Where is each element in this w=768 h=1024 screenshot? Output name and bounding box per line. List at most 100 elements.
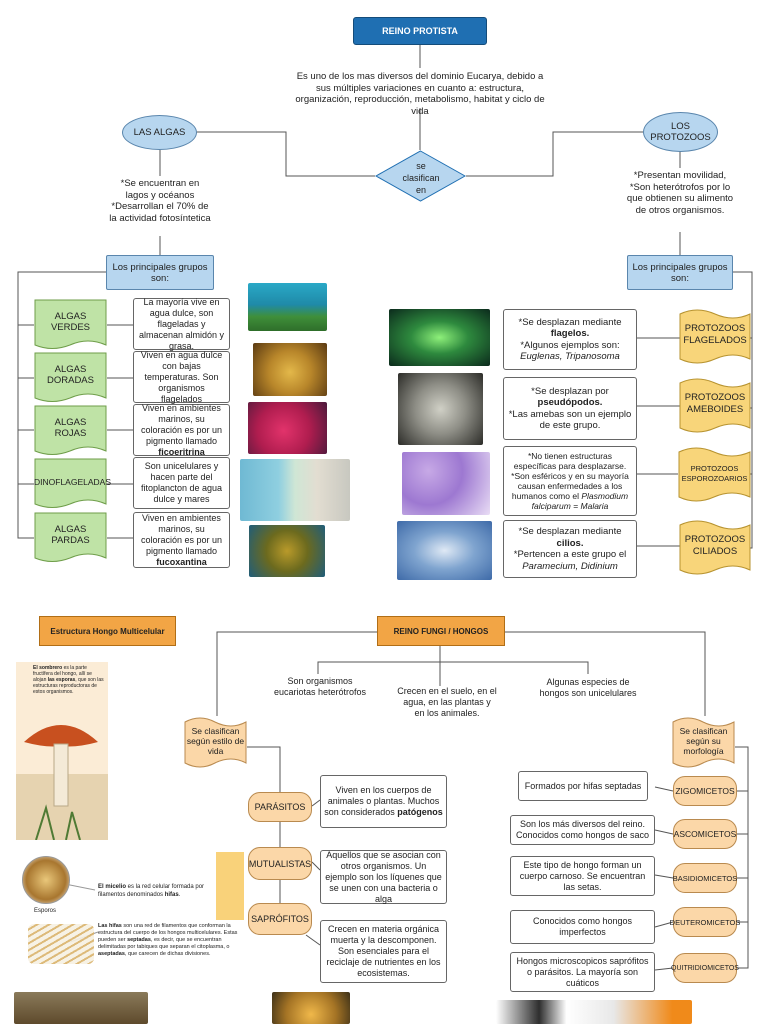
fungi-fact-3: Algunas especies de hongos son unicelula… (539, 677, 637, 698)
algas-desc: *Se encuentran en lagos y océanos *Desar… (109, 178, 211, 224)
zigomicetos-desc: Formados por hifas septadas (518, 771, 648, 801)
ascomicetos-node: ASCOMICETOS (673, 819, 737, 849)
basidiomicetos-desc-text: Este tipo de hongo forman un cuerpo carn… (519, 859, 646, 892)
flagelados-desc-text: *Se desplazan mediante flagelos.*Algunos… (518, 316, 622, 363)
algas-doradas-desc: Viven en agua dulce con bajas temperatur… (133, 349, 230, 404)
fungi-fact-2: Crecen en el suelo, en el agua, en las p… (397, 686, 497, 718)
estructura-accent (216, 852, 244, 920)
morfologia-tag: Se clasifican según su morfología (672, 716, 735, 769)
ciliados-tag: PROTOZOOS CILIADOS (679, 519, 751, 576)
algas-doradas-photo (253, 343, 327, 396)
sombrero-text: El sombrero es la parte fructífera del h… (33, 665, 104, 695)
dinoflageladas-photo (240, 459, 350, 521)
deuteromicetos-node: DEUTEROMICETOS (670, 907, 740, 937)
algas-rojas-desc-text: Viven en ambientes marinos, su coloració… (140, 402, 223, 457)
fungi-title: REINO FUNGI / HONGOS (377, 616, 505, 646)
quitridiomicetos-node: QUITRIDIOMICETOS (671, 953, 739, 983)
estilo-label: Se clasifican según estilo de vida (186, 726, 245, 756)
algas-pardas-desc: Viven en ambientes marinos, su coloració… (133, 512, 230, 568)
clasifican-label: se clasifican en (402, 161, 440, 195)
zigomicetos-desc-text: Formados por hifas septadas (524, 780, 642, 791)
flagelados-photo (389, 309, 490, 366)
basidiomicetos-node: BASIDIOMICETOS (673, 863, 737, 893)
protozoos-desc: *Presentan movilidad, *Son heterótrofos … (626, 170, 734, 216)
fungi-photo-2 (272, 992, 350, 1024)
protozoos-node: LOS PROTOZOOS (643, 112, 718, 152)
ameboides-label: PROTOZOOS AMEBOIDES (684, 392, 746, 415)
algas-pardas-label: ALGAS PARDAS (51, 524, 90, 546)
algas-rojas-tag: ALGAS ROJAS (34, 405, 107, 457)
algas-pardas-desc-text: Viven en ambientes marinos, su coloració… (140, 512, 223, 567)
ascomicetos-desc: Son los más diversos del reino. Conocido… (510, 815, 655, 845)
ascomicetos-desc-text: Son los más diversos del reino. Conocido… (515, 819, 650, 840)
ameboides-tag: PROTOZOOS AMEBOIDES (679, 377, 751, 434)
deuteromicetos-desc-text: Conocidos como hongos imperfectos (532, 916, 633, 937)
ameboides-photo (398, 373, 483, 445)
parasitos-node: PARÁSITOS (248, 792, 312, 822)
flagelados-label: PROTOZOOS FLAGELADOS (683, 323, 747, 346)
protista-intro: Es uno de los mas diversos del dominio E… (295, 71, 545, 117)
algas-verdes-desc-text: La mayoría vive en agua dulce, son flage… (138, 296, 225, 351)
ameboides-desc-text: *Se desplazan por pseudópodos.*Las ameba… (508, 385, 632, 432)
algas-rojas-desc: Viven en ambientes marinos, su coloració… (133, 402, 230, 457)
mutualistas-desc: Aquellos que se asocian con otros organi… (320, 850, 447, 904)
algas-verdes-tag: ALGAS VERDES (34, 299, 107, 351)
dinoflageladas-label: DINOFLAGELADAS (34, 477, 111, 487)
saprofitos-desc: Crecen en materia orgánica muerta y la d… (320, 920, 447, 983)
esporozoarios-label: PROTOZOOS ESPOROZOARIOS (681, 464, 748, 483)
esporozoarios-photo (402, 452, 490, 515)
mutualistas-desc-text: Aquellos que se asocian con otros organi… (325, 849, 442, 904)
protista-title: REINO PROTISTA (353, 17, 487, 45)
algas-rojas-label: ALGAS ROJAS (54, 417, 87, 439)
parasitos-desc: Viven en los cuerpos de animales o plant… (320, 775, 447, 828)
algas-grupos: Los principales grupos son: (106, 255, 214, 290)
ciliados-photo (397, 521, 492, 580)
deuteromicetos-desc: Conocidos como hongos imperfectos (510, 910, 655, 944)
mushroom-icon (16, 725, 108, 840)
hifas-text: Las hifas son una red de filamentos que … (98, 923, 238, 957)
algas-verdes-desc: La mayoría vive en agua dulce, son flage… (133, 296, 230, 351)
flagelados-desc: *Se desplazan mediante flagelos.*Algunos… (503, 309, 637, 370)
saprofitos-node: SAPRÓFITOS (248, 903, 312, 935)
dinoflageladas-desc: Son unicelulares y hacen parte del fitop… (133, 457, 230, 509)
algas-verdes-label: ALGAS VERDES (50, 311, 91, 333)
esporozoarios-tag: PROTOZOOS ESPOROZOARIOS (678, 446, 751, 503)
clasifican-diamond: se clasifican en (375, 150, 466, 202)
algas-doradas-tag: ALGAS DORADAS (34, 352, 107, 404)
dinoflageladas-tag: DINOFLAGELADAS (34, 458, 111, 510)
mutualistas-node: MUTUALISTAS (248, 847, 312, 880)
fungi-fact-1: Son organismos eucariotas heterótrofos (273, 676, 367, 697)
quitridiomicetos-desc: Hongos microscopicos saprófitos o parási… (510, 952, 655, 992)
algas-node: LAS ALGAS (122, 115, 197, 150)
parasitos-desc-text: Viven en los cuerpos de animales o plant… (324, 785, 443, 817)
saprofitos-desc-text: Crecen en materia orgánica muerta y la d… (326, 924, 441, 978)
fungi-photo-1 (14, 992, 148, 1024)
algas-pardas-tag: ALGAS PARDAS (34, 512, 107, 564)
protozoos-grupos: Los principales grupos son: (627, 255, 733, 290)
zigomicetos-node: ZIGOMICETOS (673, 776, 737, 806)
flagelados-tag: PROTOZOOS FLAGELADOS (679, 308, 751, 365)
micelio-circle (22, 856, 70, 904)
morfologia-label: Se clasifican según su morfología (679, 726, 728, 756)
esporozoarios-desc: *No tienen estructuras específicas para … (503, 446, 637, 516)
ciliados-desc: *Se desplazan mediante cilios.*Pertencen… (503, 520, 637, 578)
esporozoarios-desc-text: *No tienen estructuras específicas para … (511, 451, 629, 511)
estilo-tag: Se clasifican según estilo de vida (184, 716, 247, 769)
estructura-title: Estructura Hongo Multicelular (39, 616, 176, 646)
basidiomicetos-desc: Este tipo de hongo forman un cuerpo carn… (510, 856, 655, 896)
ameboides-desc: *Se desplazan por pseudópodos.*Las ameba… (503, 377, 637, 440)
algas-pardas-photo (249, 525, 325, 577)
micelio-text: El micelio es la red celular formada por… (98, 884, 205, 898)
ciliados-label: PROTOZOOS CILIADOS (684, 534, 746, 557)
algas-verdes-photo (248, 283, 327, 331)
algas-doradas-desc-text: Viven en agua dulce con bajas temperatur… (140, 349, 223, 404)
algas-doradas-label: ALGAS DORADAS (47, 364, 94, 386)
ciliados-desc-text: *Se desplazan mediante cilios.*Pertencen… (513, 526, 627, 572)
hifas-illustration (28, 924, 94, 964)
fungi-photo-3 (496, 1000, 692, 1024)
esporos-label: Esporos (34, 908, 57, 914)
dinoflageladas-desc-text: Son unicelulares y hacen parte del fitop… (140, 461, 223, 504)
quitridiomicetos-desc-text: Hongos microscopicos saprófitos o parási… (516, 955, 649, 988)
algas-rojas-photo (248, 402, 327, 454)
